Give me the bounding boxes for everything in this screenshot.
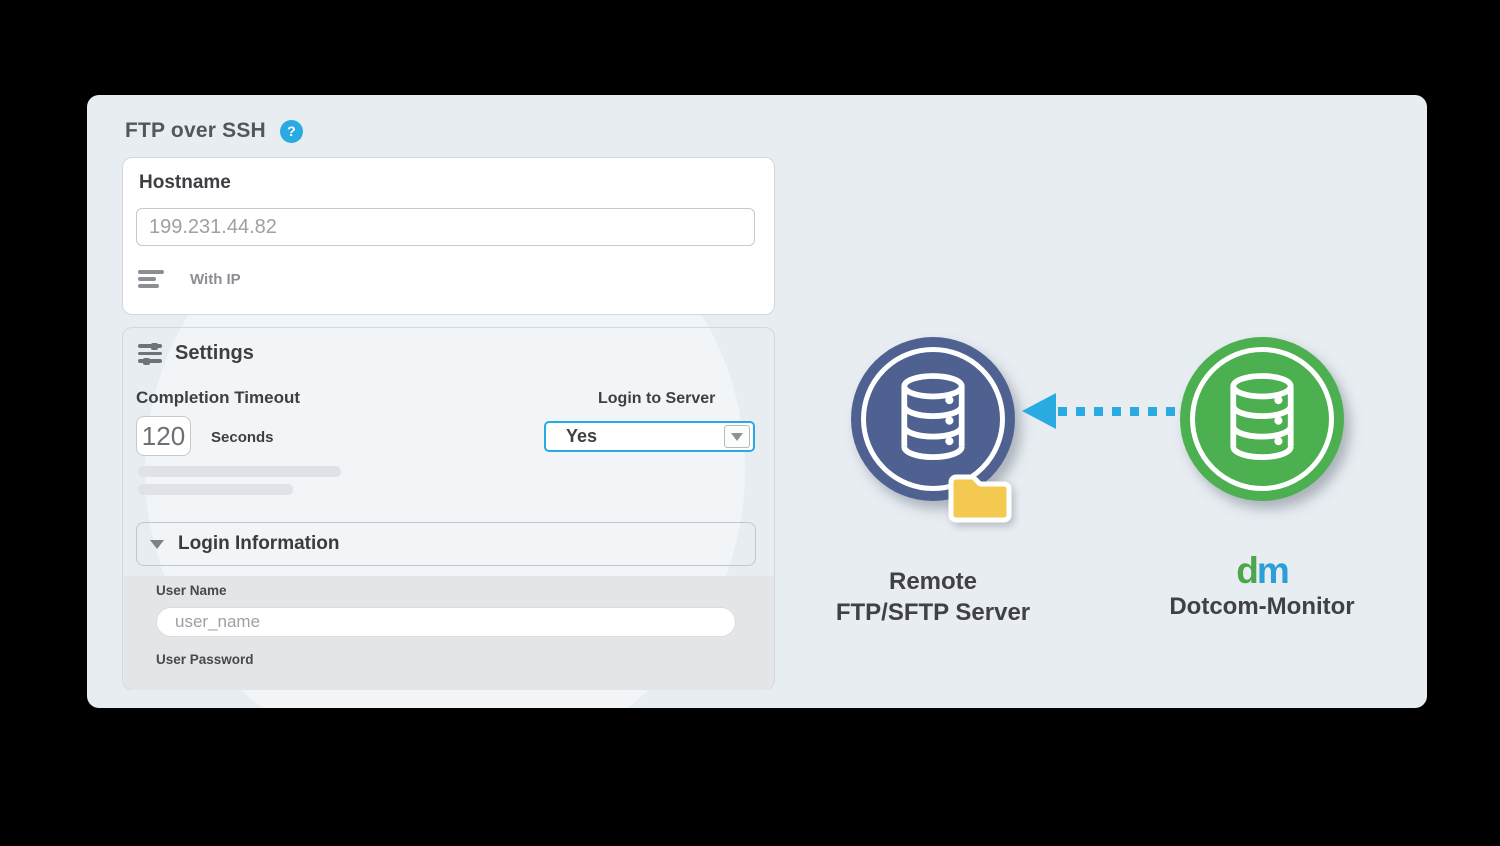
server-ring xyxy=(1190,347,1334,491)
completion-timeout-label: Completion Timeout xyxy=(136,388,301,407)
dm-logo: dm xyxy=(1102,550,1422,591)
remote-label-line1: Remote xyxy=(888,568,978,595)
login-to-server-label: Login to Server xyxy=(598,390,716,407)
brand-name-label: Dotcom-Monitor xyxy=(1169,593,1355,620)
transfer-arrow-head-icon xyxy=(1022,393,1056,429)
transfer-arrow-dashes xyxy=(1058,407,1180,416)
login-to-server-dropdown[interactable]: Yes xyxy=(544,421,755,452)
collapse-triangle-icon xyxy=(150,539,164,549)
completion-timeout-input[interactable] xyxy=(136,416,191,456)
seconds-label: Seconds xyxy=(211,429,274,446)
main-panel: FTP over SSH ? Hostname With IP Settings… xyxy=(87,95,1427,708)
chevron-down-icon xyxy=(731,432,743,441)
hostname-card: Hostname With IP xyxy=(122,157,775,315)
skeleton-bar xyxy=(138,484,293,495)
sliders-icon xyxy=(138,342,162,365)
with-ip-label: With IP xyxy=(190,270,241,288)
dotcom-monitor-server-icon xyxy=(1180,337,1344,501)
server-ring xyxy=(861,347,1005,491)
login-information-toggle[interactable]: Login Information xyxy=(136,522,756,566)
hostname-input[interactable] xyxy=(136,208,755,246)
skeleton-bar xyxy=(138,466,341,477)
remote-label-line2: FTP/SFTP Server xyxy=(835,599,1031,626)
dropdown-selected-value: Yes xyxy=(566,426,598,446)
with-ip-row: With IP xyxy=(138,270,241,288)
dropdown-button[interactable] xyxy=(724,425,750,448)
help-icon[interactable]: ? xyxy=(279,119,303,143)
dotcom-monitor-brand: dm Dotcom-Monitor xyxy=(1102,550,1422,621)
page-title: FTP over SSH xyxy=(125,119,266,142)
logo-letter-d: d xyxy=(1236,550,1259,591)
logo-letter-m: m xyxy=(1256,550,1290,591)
hostname-heading: Hostname xyxy=(139,172,231,193)
settings-heading: Settings xyxy=(175,342,254,364)
settings-card: Settings Completion Timeout Seconds Logi… xyxy=(122,327,775,690)
list-lines-icon xyxy=(138,270,164,288)
login-information-heading: Login Information xyxy=(178,533,340,554)
user-password-label: User Password xyxy=(156,652,254,667)
settings-header: Settings xyxy=(138,342,254,365)
page-header: FTP over SSH ? xyxy=(125,119,303,143)
user-name-label: User Name xyxy=(156,583,227,598)
login-information-body: User Name User Password xyxy=(124,576,774,690)
folder-icon xyxy=(948,474,1012,523)
remote-server-icon xyxy=(851,337,1015,501)
user-name-input[interactable] xyxy=(156,607,736,637)
remote-server-label: Remote FTP/SFTP Server xyxy=(773,566,1093,628)
